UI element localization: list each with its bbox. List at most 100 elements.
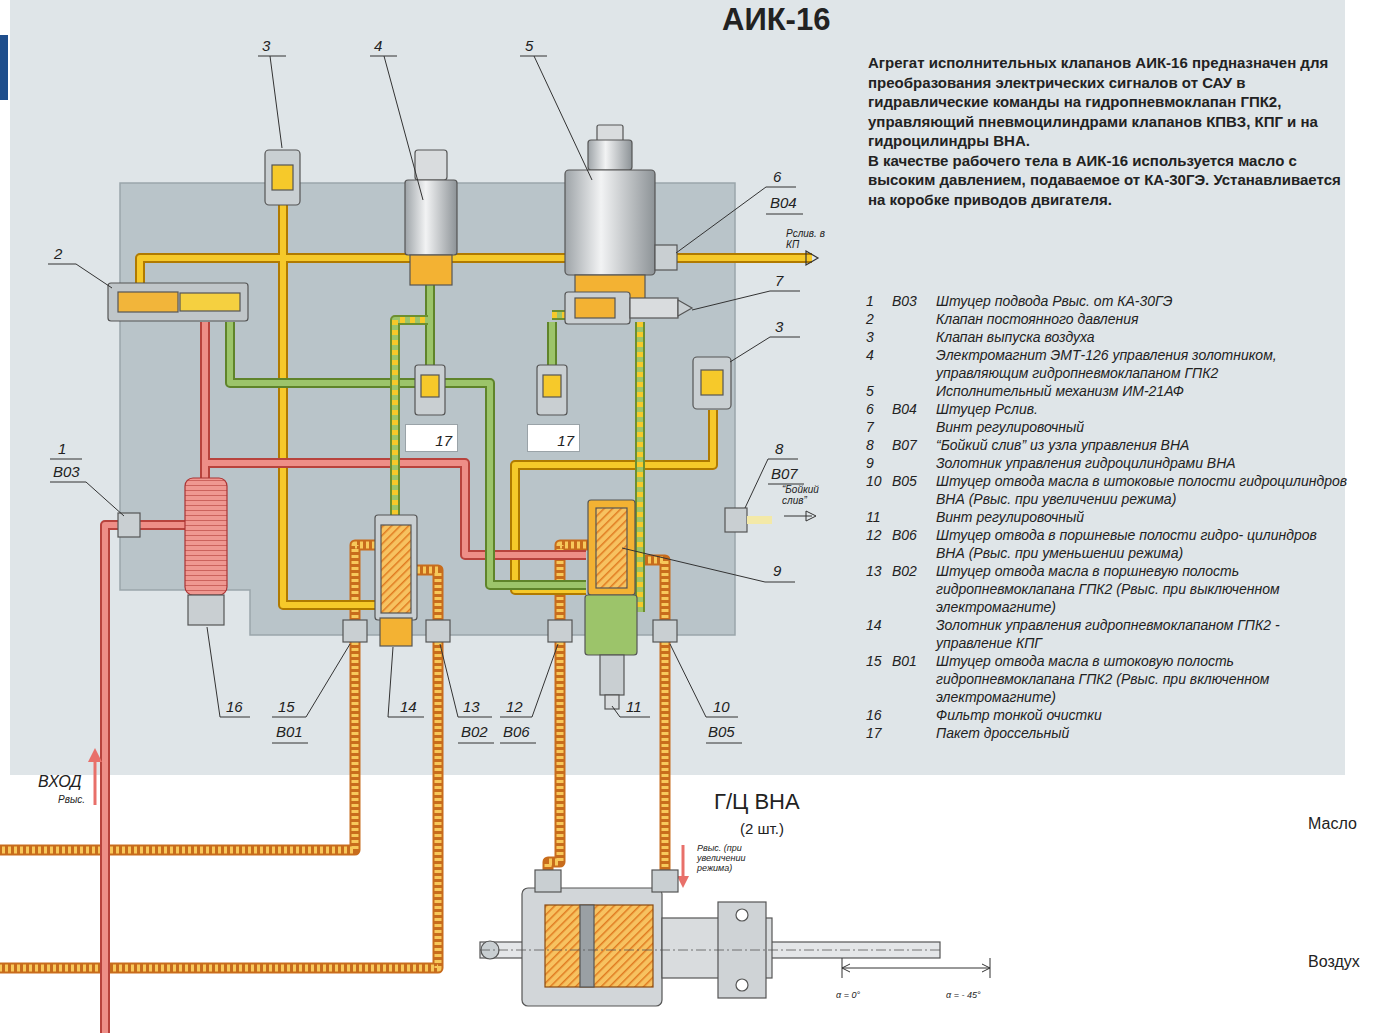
fitting bbox=[548, 620, 572, 642]
callout-number: 6 bbox=[773, 168, 781, 185]
adjusting-screw-7 bbox=[678, 300, 692, 316]
blue-tab bbox=[0, 35, 8, 100]
electromagnet-4 bbox=[405, 150, 457, 285]
flow-arrow bbox=[806, 251, 818, 265]
diagram-title: АИК-16 bbox=[722, 2, 830, 38]
pressure-line bbox=[140, 520, 185, 530]
control-line bbox=[547, 322, 557, 368]
row-number: 3 bbox=[866, 328, 892, 346]
callout-number: В01 bbox=[276, 723, 303, 740]
mixed-line bbox=[637, 322, 643, 612]
mixed-line bbox=[635, 322, 645, 612]
part-code: В04 bbox=[892, 400, 936, 418]
callout-number: 1 bbox=[58, 440, 66, 457]
fitting bbox=[725, 508, 747, 532]
row-number: 10 bbox=[866, 472, 892, 508]
row-number: 9 bbox=[866, 454, 892, 472]
flow-arrow bbox=[784, 516, 812, 517]
valve-2 bbox=[108, 283, 248, 321]
electromagnet-4 bbox=[405, 180, 457, 255]
code-spacer bbox=[892, 706, 936, 724]
control-line bbox=[427, 285, 433, 368]
pressure-line bbox=[105, 525, 120, 1033]
spool-9 bbox=[585, 500, 637, 709]
electromagnet-4 bbox=[415, 150, 447, 180]
row-number: 2 bbox=[866, 310, 892, 328]
part-code: В02 bbox=[892, 562, 936, 616]
flow-arrow bbox=[677, 876, 689, 888]
throttle-valve bbox=[537, 365, 567, 415]
spool-14 bbox=[381, 525, 411, 613]
vane-actuator-cylinder bbox=[580, 905, 594, 987]
throttle-pack-box: 17 bbox=[527, 424, 580, 452]
oil-to-cylinders-line bbox=[0, 630, 355, 850]
callout-number: 3 bbox=[775, 318, 783, 335]
code-spacer bbox=[892, 616, 936, 652]
dimension-line bbox=[842, 958, 990, 978]
drain-line bbox=[140, 205, 812, 605]
code-spacer bbox=[892, 310, 936, 328]
mixed-line bbox=[395, 315, 640, 612]
table-row: 17Пакет дроссельный bbox=[866, 724, 1348, 742]
valve-2 bbox=[180, 293, 240, 311]
unit-count: (2 шт.) bbox=[740, 820, 784, 837]
pressure-line bbox=[105, 322, 586, 1033]
dimension-line bbox=[842, 968, 990, 969]
oil-to-cylinders-line bbox=[0, 630, 438, 968]
small-note: α = 0° bbox=[836, 990, 860, 1000]
oil-to-cylinders-line bbox=[662, 630, 669, 885]
unit-label: Г/Ц ВНА bbox=[714, 790, 800, 814]
row-number: 11 bbox=[866, 508, 892, 526]
row-number: 14 bbox=[866, 616, 892, 652]
code-spacer bbox=[892, 382, 936, 400]
pressure-line bbox=[140, 522, 185, 528]
callout-number: В07 bbox=[771, 465, 798, 482]
table-row: 7Винт регулировочный bbox=[866, 418, 1348, 436]
part-code: В05 bbox=[892, 472, 936, 508]
row-number: 7 bbox=[866, 418, 892, 436]
part-code: В01 bbox=[892, 652, 936, 706]
table-row: 15В01Штуцер отвода масла в штоковую поло… bbox=[866, 652, 1348, 706]
filter-16 bbox=[188, 595, 224, 625]
callout-number: 12 bbox=[506, 698, 523, 715]
mixed-line bbox=[395, 315, 640, 612]
node-text: 17 bbox=[435, 432, 452, 449]
part-code: В06 bbox=[892, 526, 936, 562]
drain-line bbox=[140, 205, 812, 605]
mixed-line bbox=[395, 320, 428, 515]
part-description: Фильтр тонкой очистки bbox=[936, 706, 1348, 724]
dimension-line bbox=[982, 964, 990, 972]
callout-number: 14 bbox=[400, 698, 417, 715]
drain-line bbox=[283, 205, 378, 605]
part-description: Исполнительный механизм ИМ-21АФ bbox=[936, 382, 1348, 400]
callout-number: 5 bbox=[525, 37, 533, 54]
throttle-valve bbox=[421, 375, 439, 397]
spool-9 bbox=[585, 595, 637, 655]
part-description: Винт регулировочный bbox=[936, 508, 1348, 526]
vane-actuator-cylinder bbox=[736, 909, 748, 921]
part-description: Золотник управления гидроцилиндрами ВНА bbox=[936, 454, 1348, 472]
callout-number: В06 bbox=[503, 723, 530, 740]
vane-actuator-cylinder bbox=[652, 870, 678, 892]
flow-arrow bbox=[806, 511, 816, 521]
table-row: 5Исполнительный механизм ИМ-21АФ bbox=[866, 382, 1348, 400]
leader-line bbox=[48, 56, 804, 743]
description-text: В качестве рабочего тела в АИК-16 исполь… bbox=[868, 151, 1360, 210]
table-row: 12В06Штуцер отвода в поршневые полости г… bbox=[866, 526, 1348, 562]
filter-16 bbox=[185, 478, 227, 595]
flow-note: Рвыс. bbox=[58, 794, 85, 805]
pressure-line bbox=[105, 525, 120, 1033]
dimension-line bbox=[842, 964, 850, 972]
throttle-valve bbox=[415, 365, 445, 415]
air-valve-3 bbox=[272, 165, 293, 190]
flow-arrow bbox=[88, 251, 818, 888]
part-description: Штуцер отвода масла в штоковые полости г… bbox=[936, 472, 1348, 508]
mixed-line bbox=[395, 315, 640, 612]
spool-14 bbox=[375, 515, 417, 620]
row-number: 15 bbox=[866, 652, 892, 706]
vane-actuator-cylinder bbox=[545, 905, 653, 987]
flow-arrow bbox=[88, 748, 102, 762]
part-description: Штуцер отвода в поршневые полости гидро-… bbox=[936, 526, 1348, 562]
